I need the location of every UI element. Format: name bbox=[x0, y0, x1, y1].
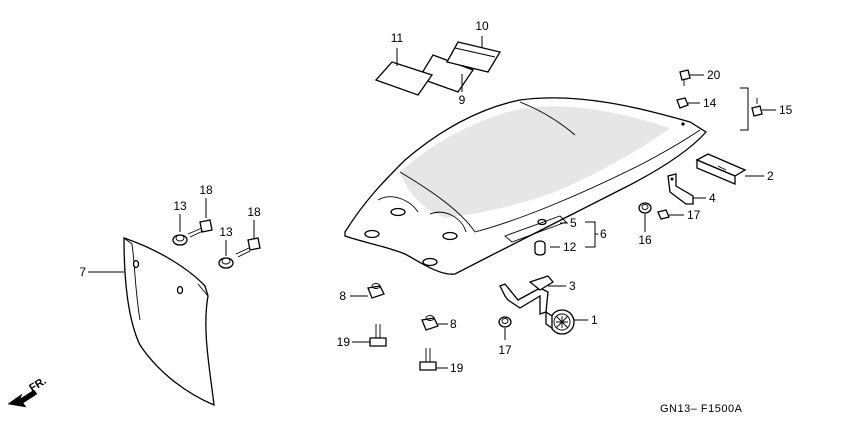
callout-9: 9 bbox=[459, 93, 466, 107]
nut-8b bbox=[421, 315, 439, 331]
callout-16: 16 bbox=[638, 233, 652, 247]
direction-label: FR. bbox=[27, 375, 48, 395]
callout-15: 15 bbox=[779, 103, 793, 117]
sticker-11 bbox=[374, 61, 434, 96]
callout-18a: 18 bbox=[199, 183, 213, 197]
bolt-20 bbox=[679, 69, 691, 86]
bracket-2 bbox=[695, 153, 747, 185]
bolt-18a bbox=[187, 219, 213, 238]
callout-18b: 18 bbox=[247, 205, 261, 219]
callout-13b: 13 bbox=[219, 225, 233, 239]
screw-19a bbox=[369, 324, 387, 347]
sticker-10 bbox=[446, 41, 502, 73]
callout-13a: 13 bbox=[173, 199, 187, 213]
callout-19a: 19 bbox=[337, 335, 351, 349]
callout-12: 12 bbox=[563, 240, 577, 254]
callout-5: 5 bbox=[570, 216, 577, 230]
callout-14: 14 bbox=[703, 96, 717, 110]
bolt-18b bbox=[235, 237, 261, 258]
reflector-1 bbox=[545, 309, 575, 335]
rear-fender bbox=[344, 97, 707, 275]
front-direction-arrow: FR. bbox=[7, 375, 49, 408]
callout-labels: 1 2 3 4 5 6 7 8 8 9 10 11 12 13 13 14 15… bbox=[79, 19, 792, 375]
callout-10: 10 bbox=[475, 19, 489, 33]
nut-8a bbox=[367, 283, 385, 299]
callout-17a: 17 bbox=[687, 208, 701, 222]
callout-7: 7 bbox=[79, 265, 86, 279]
callout-17b: 17 bbox=[498, 343, 512, 357]
bracket-4 bbox=[667, 173, 694, 205]
callout-6: 6 bbox=[600, 227, 607, 241]
callout-20: 20 bbox=[707, 68, 721, 82]
screw-19b bbox=[419, 348, 437, 371]
callout-19b: 19 bbox=[450, 361, 464, 375]
collar-12 bbox=[534, 240, 546, 256]
nut-17a bbox=[657, 209, 670, 220]
callout-1: 1 bbox=[591, 313, 598, 327]
callout-2: 2 bbox=[767, 169, 774, 183]
callout-8a: 8 bbox=[339, 289, 346, 303]
stay-3 bbox=[499, 275, 554, 315]
grommet-13a bbox=[172, 234, 188, 246]
nut-17b bbox=[498, 316, 512, 328]
callout-8b: 8 bbox=[450, 317, 457, 331]
washer-16 bbox=[638, 202, 652, 214]
callout-4: 4 bbox=[709, 191, 716, 205]
callout-3: 3 bbox=[569, 279, 576, 293]
bolt-15 bbox=[751, 98, 763, 117]
mudguard-flap bbox=[123, 237, 215, 407]
callout-11: 11 bbox=[391, 31, 404, 45]
leader-lines bbox=[88, 36, 776, 369]
nut-14 bbox=[676, 97, 689, 109]
arrow-icon bbox=[7, 389, 38, 408]
diagram-code: GN13– F1500A bbox=[660, 403, 743, 415]
grommet-13b bbox=[218, 257, 234, 269]
